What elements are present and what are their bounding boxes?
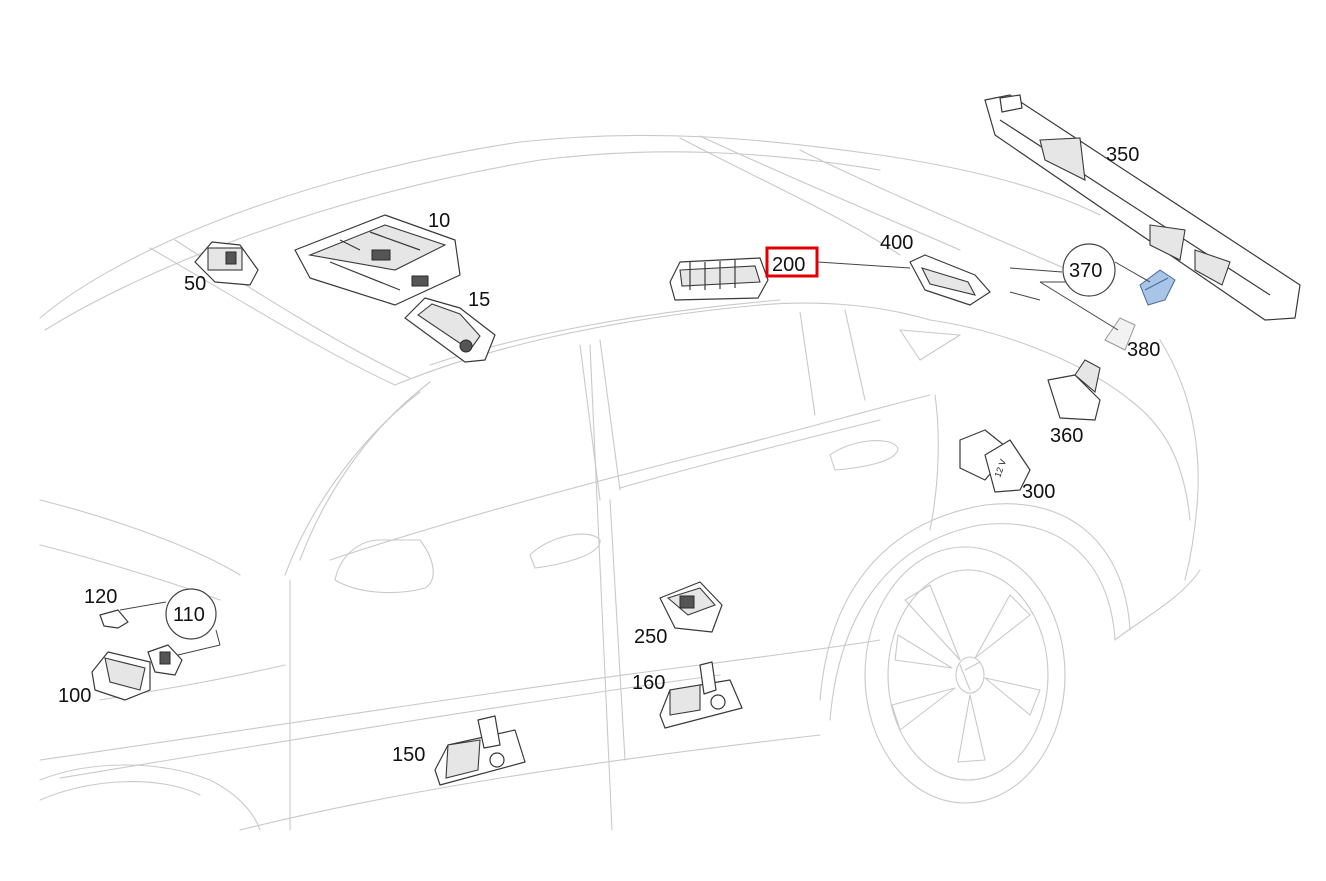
- small-bulb-part: [99, 609, 129, 629]
- label-380: 380: [1127, 339, 1160, 361]
- label-50: 50: [184, 273, 206, 295]
- callout-circle-370: [1062, 243, 1116, 297]
- rear-bumper-trim-part: [984, 94, 1301, 321]
- label-360: 360: [1050, 425, 1083, 447]
- highlight-box-200: [765, 246, 819, 278]
- entry-lamp-front-part: [434, 715, 526, 786]
- entry-lamp-rear-part: [659, 661, 743, 729]
- luggage-compartment-lamp-part: [1047, 359, 1101, 421]
- label-350: 350: [1106, 144, 1139, 166]
- label-370: 370: [1069, 260, 1102, 282]
- car-body-outline: [39, 134, 1201, 831]
- lamp-socket-part: [147, 644, 183, 676]
- roof-lamp-module-part: [669, 257, 769, 301]
- tailgate-lamp-part: [909, 254, 991, 306]
- part-labels: 10 15 50 200 400 350 370 380 360 300 250…: [58, 144, 1160, 766]
- label-300: 300: [1022, 481, 1055, 503]
- leader-lines: [119, 261, 1151, 656]
- label-400: 400: [880, 232, 913, 254]
- label-100: 100: [58, 685, 91, 707]
- label-250: 250: [634, 626, 667, 648]
- label-200: 200: [772, 254, 805, 276]
- overhead-control-panel-part: [294, 214, 461, 306]
- label-160: 160: [632, 672, 665, 694]
- power-socket-part: 12 V: [959, 429, 1031, 493]
- label-10: 10: [428, 210, 450, 232]
- front-lamp-part: [91, 651, 151, 701]
- switch-module-part: [194, 241, 259, 286]
- bulb-holder-part: [1139, 269, 1176, 306]
- label-120: 120: [84, 586, 117, 608]
- door-lamp-part: [659, 581, 723, 633]
- label-110: 110: [173, 604, 205, 626]
- wheel-spokes: [891, 584, 1041, 763]
- label-15: 15: [468, 289, 490, 311]
- label-150: 150: [392, 744, 425, 766]
- bulb-part: [1104, 317, 1136, 351]
- callout-circle-110: [165, 588, 217, 640]
- interior-lamp-part: [404, 297, 496, 363]
